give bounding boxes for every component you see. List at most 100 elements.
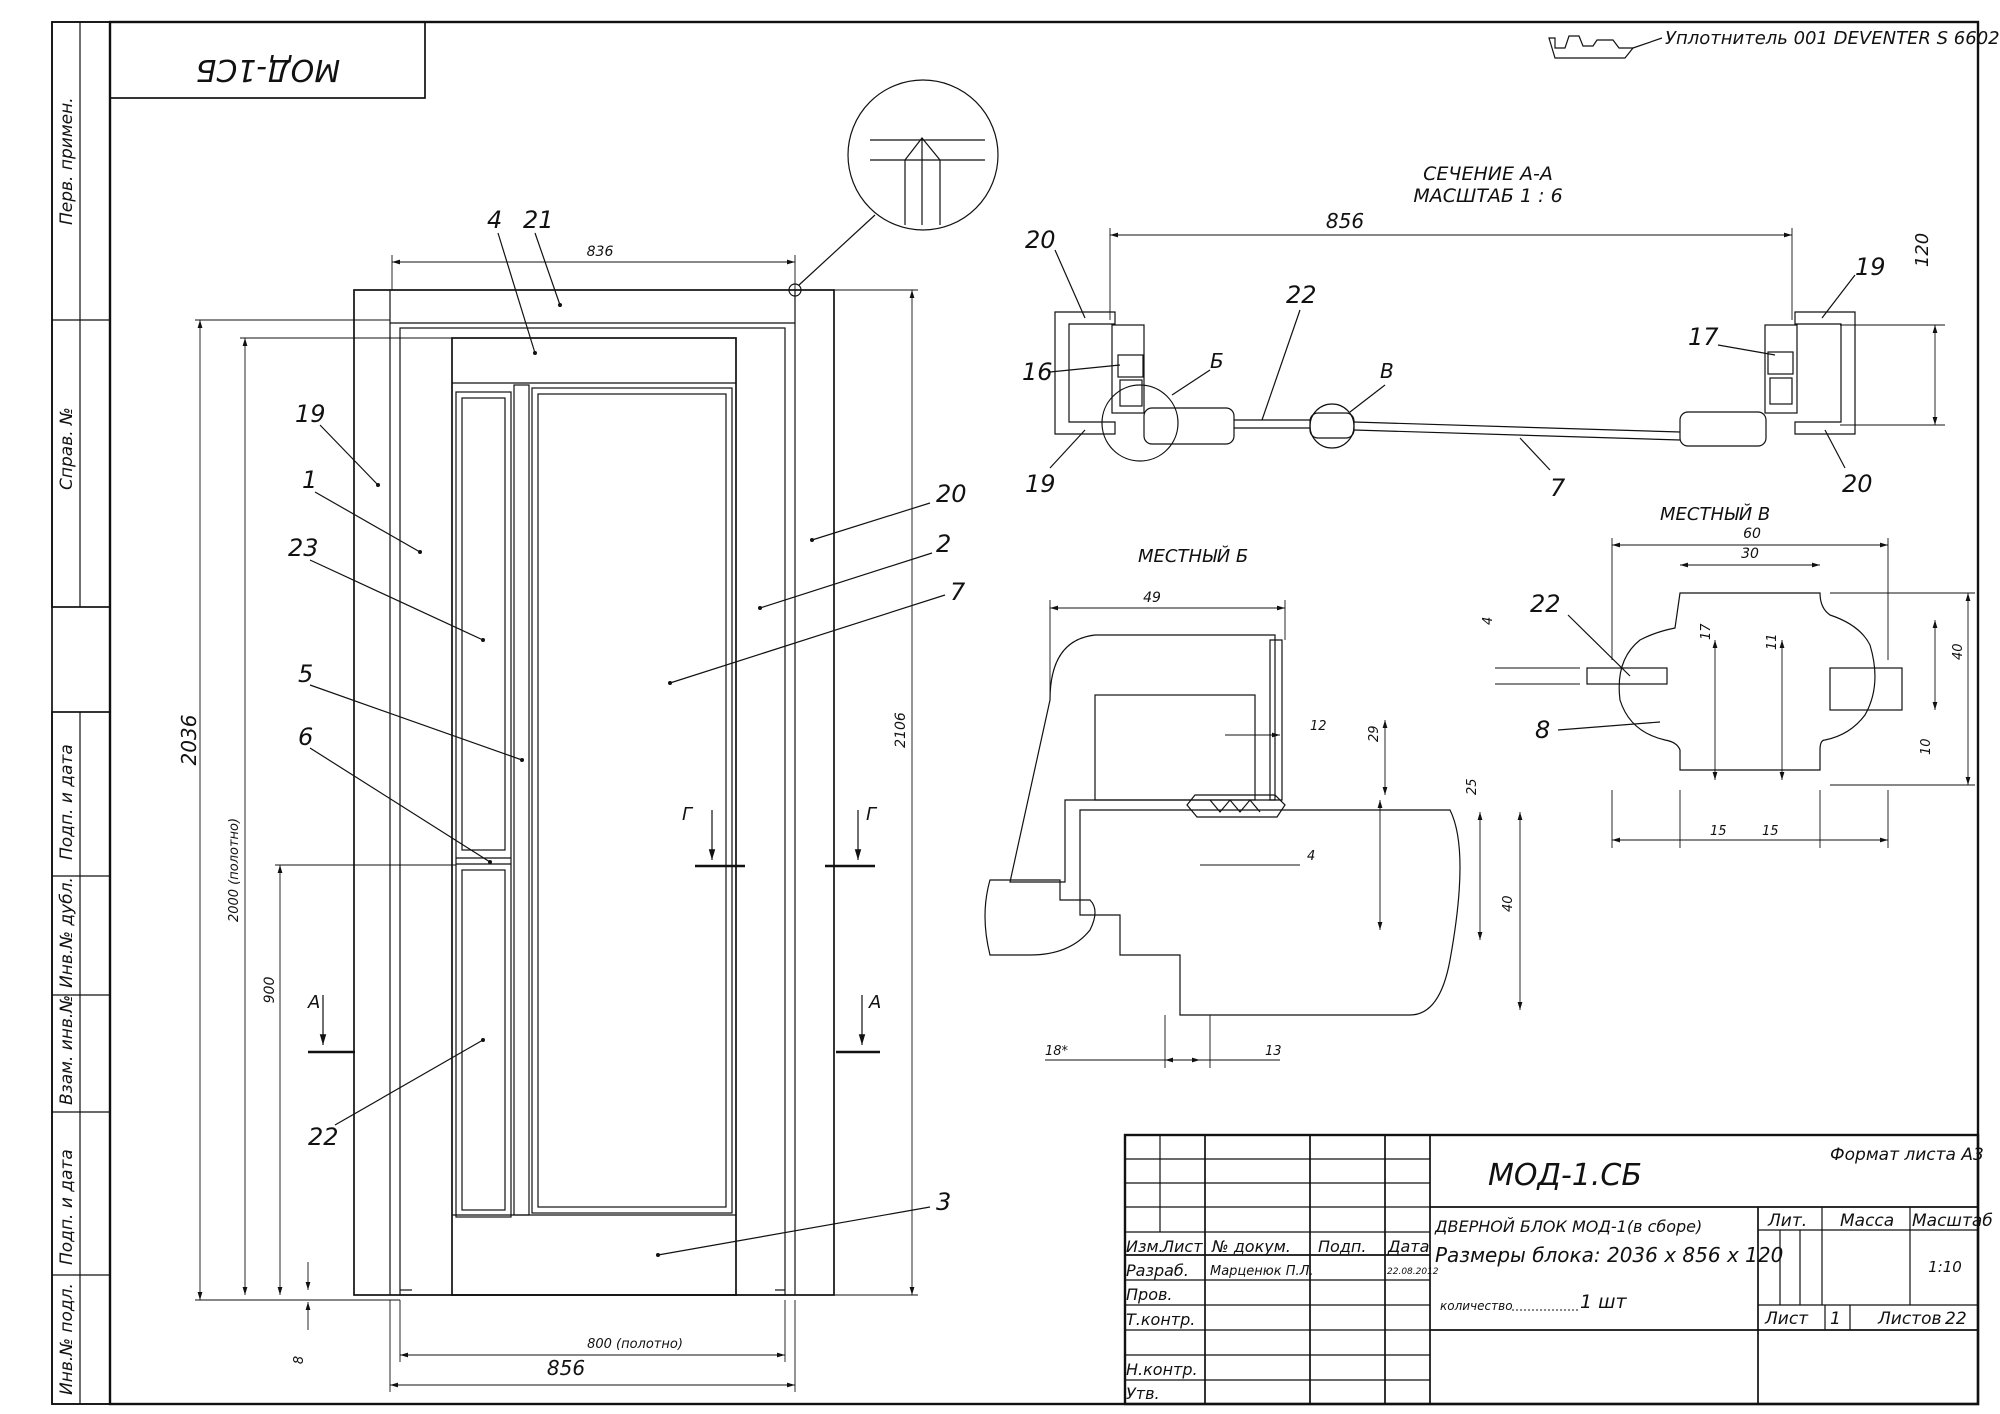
sec-callout-16: 16 [1022, 358, 1121, 386]
dim-2106: 2106 [893, 712, 909, 748]
tb-sheet-value: 1 [1830, 1309, 1841, 1329]
seal-note: Уплотнитель 001 DEVENTER S 6602i [1548, 28, 2000, 59]
dim-900: 900 [262, 977, 278, 1004]
title-block: Формат листа А3 МОД-1.СБ ДВЕРНОЙ БЛОК МО… [1123, 1133, 1993, 1406]
detail-v-dim-40: 40 [1951, 643, 1966, 660]
svg-text:20: 20 [936, 480, 967, 508]
detail-v-dim-11: 11 [1765, 633, 1780, 650]
stamp-inv-dubl: Инв.№ дубл. [57, 877, 77, 988]
tb-sheets-label: Листов [1877, 1309, 1942, 1329]
tb-row-razrab: Разраб. [1126, 1261, 1189, 1280]
svg-text:7: 7 [950, 578, 966, 606]
stamp-perv-primen: Перв. примен. [57, 97, 77, 225]
svg-text:17: 17 [1688, 323, 1719, 351]
sec-callout-19-left: 19 [1025, 429, 1086, 498]
detail-v-title: МЕСТНЫЙ В [1660, 503, 1770, 525]
detail-b: МЕСТНЫЙ Б 49 12 29 4 25 40 18* 13 [984, 545, 1523, 1068]
dim-856-bottom: 856 [547, 1356, 585, 1380]
detail-v-dim-30: 30 [1741, 546, 1759, 562]
dim-2036: 2036 [177, 715, 201, 766]
callout-6: 6 [298, 723, 492, 864]
sec-callout-22: 22 [1261, 281, 1317, 421]
tb-razrab-name: Марценюк П.Л. [1210, 1264, 1314, 1279]
tb-sheet-label: Лист [1764, 1309, 1809, 1329]
tb-lit: Лит. [1767, 1211, 1807, 1231]
tb-col-list: Лист [1161, 1237, 1203, 1256]
tb-scale-value: 1:10 [1928, 1258, 1962, 1276]
detail-v-callout-8: 8 [1535, 716, 1661, 744]
tb-col-doc: № докум. [1211, 1237, 1291, 1256]
tb-massa: Масса [1840, 1211, 1894, 1231]
tb-format: Формат листа А3 [1830, 1145, 1984, 1165]
callout-19: 19 [295, 400, 380, 487]
sec-callout-19-right: 19 [1821, 253, 1886, 319]
svg-text:1: 1 [302, 466, 317, 494]
callout-23: 23 [288, 534, 485, 642]
svg-text:22: 22 [308, 1123, 339, 1151]
callout-7: 7 [668, 578, 966, 685]
section-aa-title: СЕЧЕНИЕ А-А [1423, 163, 1553, 185]
svg-text:19: 19 [295, 400, 326, 428]
section-mark-g-left: Г [682, 804, 694, 825]
dim-8: 8 [292, 1356, 307, 1364]
tb-row-tkontr: Т.контр. [1126, 1310, 1195, 1329]
section-mark-a-left: А [307, 992, 320, 1013]
tb-row-prov: Пров. [1126, 1285, 1173, 1304]
section-aa-scale: МАСШТАБ 1 : 6 [1413, 185, 1562, 207]
stamp-inv-podl: Инв.№ подл. [57, 1283, 77, 1395]
section-mark-g-right: Г [866, 804, 878, 825]
sec-callout-v: В [1349, 359, 1394, 413]
detail-v-dim-17: 17 [1699, 623, 1714, 640]
dim-2000: 2000 (полотно) [227, 818, 242, 922]
detail-v-dim-10: 10 [1919, 738, 1934, 755]
detail-b-dim-40: 40 [1501, 895, 1516, 912]
detail-b-dim-12: 12 [1310, 719, 1327, 734]
section-aa: СЕЧЕНИЕ А-А МАСШТАБ 1 : 6 856 120 [1022, 163, 1945, 502]
detail-b-dim-49: 49 [1143, 590, 1161, 606]
svg-text:В: В [1380, 359, 1394, 383]
tb-col-izm: Изм. [1126, 1237, 1164, 1256]
callout-4: 4 [487, 206, 537, 355]
tb-size-line: Размеры блока: 2036 х 856 х 120 [1435, 1243, 1783, 1267]
dim-120: 120 [1912, 233, 1933, 267]
detail-v-dim-4: 4 [1481, 617, 1496, 625]
sec-callout-20-left: 20 [1025, 226, 1086, 319]
stamp-sprav-no: Справ. № [57, 407, 77, 490]
detail-b-dim-25: 25 [1465, 778, 1480, 795]
svg-text:20: 20 [1842, 470, 1873, 498]
tb-col-date: Дата [1387, 1237, 1429, 1256]
code-box-mirrored: МОД-1СБ [109, 21, 426, 99]
seal-note-text: Уплотнитель 001 DEVENTER S 6602i [1665, 28, 2000, 49]
dim-856-section: 856 [1326, 209, 1364, 233]
front-view: А А Г Г 836 2036 2000 (полотно) 900 8 [177, 79, 999, 1392]
svg-text:21: 21 [523, 206, 554, 234]
side-stamp: Перв. примен. Справ. № Подп. и дата Инв.… [51, 21, 111, 1405]
section-mark-a-right: А [868, 992, 881, 1013]
callout-5: 5 [298, 660, 524, 762]
callout-3: 3 [656, 1188, 951, 1257]
tb-name: ДВЕРНОЙ БЛОК МОД-1(в сборе) [1434, 1217, 1702, 1236]
tb-row-utv: Утв. [1126, 1384, 1160, 1403]
detail-v-dim-60: 60 [1743, 526, 1761, 542]
detail-b-dim-29: 29 [1367, 725, 1382, 742]
tb-code: МОД-1.СБ [1488, 1158, 1642, 1193]
sheet-frame [51, 20, 1980, 1406]
svg-text:2: 2 [936, 530, 951, 558]
sec-callout-20-right: 20 [1824, 429, 1873, 498]
svg-text:22: 22 [1286, 281, 1317, 309]
svg-text:5: 5 [298, 660, 313, 688]
callout-1: 1 [302, 466, 422, 554]
svg-text:22: 22 [1530, 590, 1561, 618]
dim-800: 800 (полотно) [587, 1337, 683, 1352]
tb-row-nkontr: Н.контр. [1126, 1360, 1198, 1379]
detail-b-dim-4: 4 [1307, 849, 1315, 864]
svg-text:6: 6 [298, 723, 313, 751]
svg-text:Б: Б [1210, 349, 1224, 373]
detail-v-dim-15-left: 15 [1710, 824, 1727, 839]
callout-20: 20 [810, 480, 967, 542]
tb-razrab-date: 22.08.2012 [1387, 1267, 1439, 1277]
tb-qty-label: количество [1440, 1299, 1513, 1313]
callout-22: 22 [308, 1038, 485, 1151]
tb-masshtab: Масштаб [1912, 1211, 1993, 1231]
